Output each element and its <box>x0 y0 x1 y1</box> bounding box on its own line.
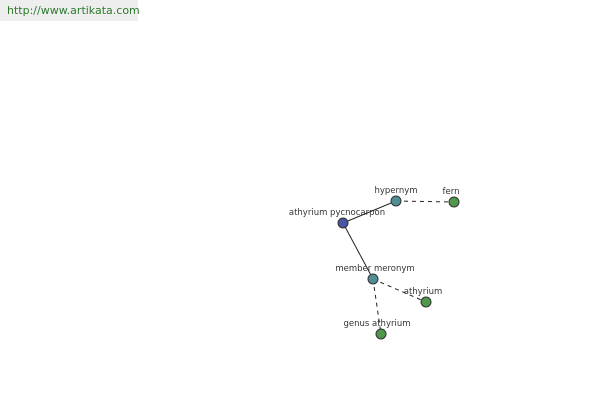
node-fern[interactable] <box>448 196 460 208</box>
edge-hypernym-fern <box>395 200 455 203</box>
site-url-bar: http://www.artikata.com <box>0 0 140 21</box>
label-member-meronym: member meronym <box>335 264 414 274</box>
node-athyrium[interactable] <box>420 296 432 308</box>
edge-root-member-meronym <box>342 222 374 280</box>
node-hypernym[interactable] <box>390 195 402 207</box>
edge-member-meronym-genus-athyrium <box>372 278 382 335</box>
edge-root-hypernym <box>342 200 397 224</box>
label-root: athyrium pycnocarpon <box>289 208 385 218</box>
node-root[interactable] <box>337 217 349 229</box>
site-url-link[interactable]: http://www.artikata.com <box>7 4 140 17</box>
label-fern: fern <box>443 187 460 197</box>
node-member-meronym[interactable] <box>367 273 379 285</box>
label-genus-athyrium: genus athyrium <box>343 319 410 329</box>
node-genus-athyrium[interactable] <box>375 328 387 340</box>
label-hypernym: hypernym <box>374 186 417 196</box>
label-athyrium: athyrium <box>404 287 442 297</box>
edge-member-meronym-athyrium <box>372 278 427 303</box>
